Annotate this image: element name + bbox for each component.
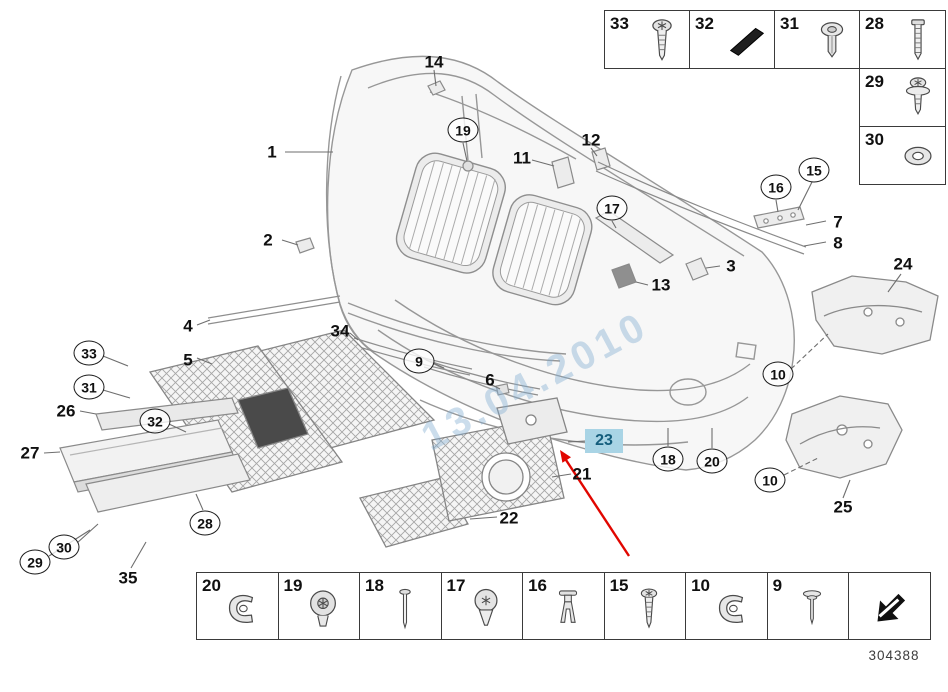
callout-28[interactable]: 28 (189, 510, 221, 536)
part-number: 18 (365, 576, 384, 595)
legend-cell-16[interactable]: 16 (522, 572, 605, 640)
callout-22[interactable]: 22 (499, 508, 519, 528)
part-number: 29 (865, 72, 884, 91)
part-number: 16 (528, 576, 547, 595)
callout-26[interactable]: 26 (56, 401, 76, 421)
callout-3[interactable]: 3 (726, 256, 736, 276)
cage-clip-icon (222, 586, 260, 632)
callout-5[interactable]: 5 (183, 350, 193, 370)
fastener-table: 33 32 31 28 29 30 (604, 10, 946, 185)
legend-cell-18[interactable]: 18 (359, 572, 442, 640)
hardware-legend-strip: 20 19 18 17 16 15 10 9 (196, 572, 932, 640)
part-number: 28 (865, 14, 884, 33)
legend-cell-17[interactable]: 17 (440, 572, 524, 640)
callout-8[interactable]: 8 (833, 233, 843, 253)
part-number: 15 (609, 576, 629, 595)
torx-screw-icon (642, 17, 682, 63)
legend-cell-15[interactable]: 15 (603, 572, 687, 640)
countersunk-torx-screw-icon (467, 586, 505, 632)
legend-cell-9[interactable]: 9 (766, 572, 850, 640)
callout-13[interactable]: 13 (651, 275, 671, 295)
callout-9[interactable]: 9 (403, 348, 435, 374)
part-side-brackets (785, 275, 939, 479)
callout-31[interactable]: 31 (73, 374, 105, 400)
fastener-cell-30[interactable]: 30 (859, 126, 946, 185)
tapping-screw-icon (630, 586, 668, 632)
leader-lines-dashed (783, 333, 829, 476)
cage-clip-icon (712, 586, 750, 632)
callout-25[interactable]: 25 (833, 497, 853, 517)
fastener-cell-31[interactable]: 31 (774, 10, 860, 69)
part-number: 32 (695, 14, 714, 33)
callout-32[interactable]: 32 (139, 408, 171, 434)
document-number: 304388 (868, 648, 920, 663)
callout-10-lower[interactable]: 10 (754, 467, 786, 493)
callout-17[interactable]: 17 (596, 195, 628, 221)
callout-6[interactable]: 6 (485, 370, 495, 390)
part-number: 19 (283, 576, 303, 595)
torx-pan-screw-icon (304, 586, 342, 632)
part-license-panels (59, 397, 251, 513)
callout-35[interactable]: 35 (118, 568, 138, 588)
part-number: 33 (610, 14, 629, 33)
callout-10-upper[interactable]: 10 (762, 361, 794, 387)
continuation-arrow-icon (867, 584, 913, 634)
callout-21[interactable]: 21 (572, 464, 592, 484)
callout-15[interactable]: 15 (798, 157, 830, 183)
part-number: 31 (780, 14, 799, 33)
callout-30[interactable]: 30 (48, 534, 80, 560)
callout-19[interactable]: 19 (447, 117, 479, 143)
callout-14[interactable]: 14 (424, 52, 444, 72)
fastener-cell-29[interactable]: 29 (859, 68, 946, 127)
legend-cell-20[interactable]: 20 (196, 572, 279, 640)
washer-icon (898, 133, 938, 179)
part-kidney-grilles (395, 152, 593, 306)
callout-1[interactable]: 1 (267, 142, 277, 162)
callout-24[interactable]: 24 (893, 254, 913, 274)
callout-23-highlighted[interactable]: 23 (585, 429, 623, 453)
part-number: 30 (865, 130, 884, 149)
part-fog-grille (431, 397, 568, 522)
part-mesh-grilles (148, 329, 469, 548)
callout-7[interactable]: 7 (833, 212, 843, 232)
legend-cell-19[interactable]: 19 (277, 572, 361, 640)
push-pin-icon (793, 586, 831, 632)
callout-33[interactable]: 33 (73, 340, 105, 366)
pointer-arrow (560, 450, 631, 557)
legend-cell-continue[interactable] (848, 572, 932, 640)
legend-cell-10[interactable]: 10 (685, 572, 768, 640)
fastener-cell-28[interactable]: 28 (859, 10, 946, 69)
callout-4[interactable]: 4 (183, 316, 193, 336)
callout-20[interactable]: 20 (696, 448, 728, 474)
part-number: 20 (202, 576, 221, 595)
screw-washer-icon (898, 75, 938, 121)
trim-strip-icon (727, 17, 767, 63)
callout-29[interactable]: 29 (19, 549, 51, 575)
leader-lines (43, 69, 902, 569)
callout-34[interactable]: 34 (330, 321, 350, 341)
part-number: 10 (691, 576, 711, 595)
callout-18[interactable]: 18 (652, 446, 684, 472)
expansion-rivet-icon (549, 586, 587, 632)
part-number: 9 (772, 576, 783, 595)
callout-2[interactable]: 2 (263, 230, 273, 250)
callout-11[interactable]: 11 (513, 148, 531, 168)
part-number: 17 (446, 576, 466, 595)
callout-12[interactable]: 12 (581, 130, 601, 150)
fastener-cell-33[interactable]: 33 (604, 10, 690, 69)
long-screw-icon (898, 17, 938, 63)
callout-16[interactable]: 16 (760, 174, 792, 200)
callout-27[interactable]: 27 (20, 443, 40, 463)
fastener-cell-32[interactable]: 32 (689, 10, 775, 69)
expanding-rivet-icon (812, 17, 852, 63)
blind-rivet-icon (386, 586, 424, 632)
part-small-brackets (295, 80, 807, 289)
